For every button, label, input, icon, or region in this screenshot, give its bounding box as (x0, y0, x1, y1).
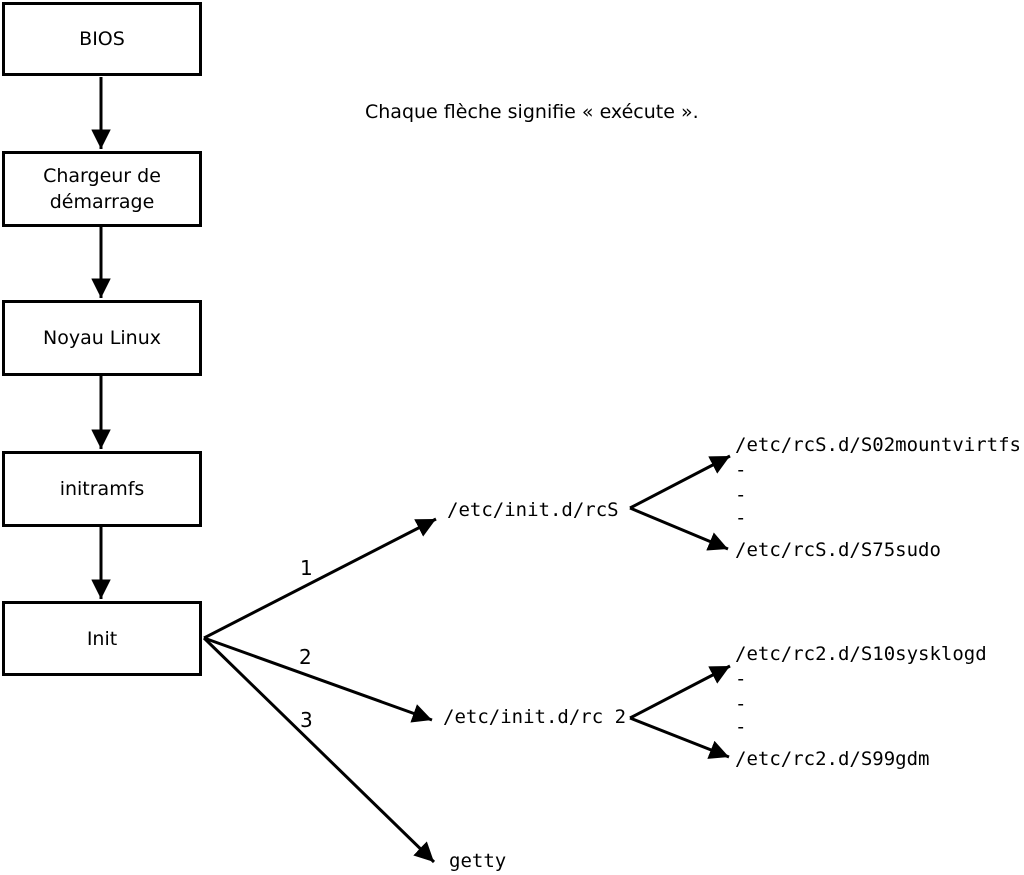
branch-3-target-path: getty (449, 850, 507, 872)
arrow-rc2-to-s10-icon (629, 664, 731, 720)
arrow-init-to-rc2-icon (203, 636, 433, 723)
flow-box-init: Init (2, 601, 202, 676)
script-path-s99gdm: /etc/rc2.d/S99gdm (735, 748, 930, 770)
arrow-rc2-to-s99-icon (629, 716, 730, 759)
script-placeholder-dash: - (735, 459, 747, 481)
flow-box-kernel: Noyau Linux (2, 300, 202, 376)
script-placeholder-dash: - (735, 716, 747, 738)
script-path-s10sysklogd: /etc/rc2.d/S10sysklogd (735, 643, 987, 665)
arrow-init-to-getty-icon (202, 636, 436, 864)
script-placeholder-dash: - (735, 693, 747, 715)
flow-box-bios-label: BIOS (79, 28, 125, 50)
branch-2-target-path: /etc/init.d/rc 2 (443, 706, 627, 728)
flow-box-kernel-label: Noyau Linux (43, 327, 161, 349)
branch-2-number: 2 (299, 645, 312, 669)
flow-box-initramfs-label: initramfs (59, 478, 145, 500)
arrow-rcs-to-s75-icon (629, 506, 729, 551)
branch-3-number: 3 (300, 708, 313, 732)
legend-note: Chaque flèche signifie « exécute ». (365, 101, 699, 123)
flow-box-initramfs: initramfs (2, 451, 202, 527)
arrow-init-to-rcs-icon (203, 517, 437, 640)
script-placeholder-dash: - (735, 668, 747, 690)
flow-box-bootloader: Chargeur de démarrage (2, 151, 202, 227)
script-placeholder-dash: - (735, 507, 747, 529)
branch-1-number: 1 (300, 556, 313, 580)
arrow-rcs-to-s02-icon (629, 454, 731, 510)
branch-1-target-path: /etc/init.d/rcS (447, 499, 619, 521)
script-path-s75sudo: /etc/rcS.d/S75sudo (735, 539, 941, 561)
script-path-s02mountvirtfs: /etc/rcS.d/S02mountvirtfs (735, 434, 1021, 456)
script-placeholder-dash: - (735, 484, 747, 506)
flow-box-bootloader-label: Chargeur de démarrage (43, 165, 161, 213)
flow-box-init-label: Init (86, 627, 118, 650)
flow-box-bios: BIOS (2, 2, 202, 76)
